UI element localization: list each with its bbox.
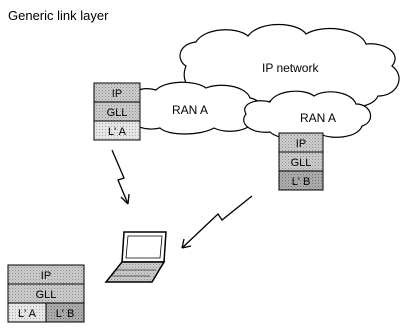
- ran-a-left-label: RAN A: [172, 103, 208, 117]
- lightning-bolt-icon: [181, 195, 253, 249]
- ran-a-cloud-right: RAN A: [243, 90, 372, 140]
- stack-a-link-layer: [93, 120, 141, 141]
- stack-b-gll-label: GLL: [291, 157, 312, 169]
- stack-b-ip-label: IP: [296, 138, 306, 150]
- terminal-stack: IP GLL L' A L' B: [7, 264, 85, 323]
- terminal-link-b-layer: [45, 302, 85, 323]
- stack-b-link-layer: [278, 170, 324, 191]
- stack-b-link-label: L' B: [292, 176, 311, 188]
- terminal-ip-label: IP: [41, 270, 51, 282]
- base-station-b-stack: IP GLL L' B: [278, 132, 324, 191]
- ran-a-right-label: RAN A: [300, 111, 336, 125]
- lightning-bolt-icon: [111, 149, 130, 205]
- terminal-link-b-label: L' B: [56, 308, 75, 320]
- stack-a-ip-label: IP: [112, 88, 122, 100]
- stack-a-gll-label: GLL: [107, 107, 128, 119]
- diagram-title: Generic link layer: [8, 8, 109, 23]
- laptop-icon: [104, 231, 167, 283]
- base-station-a-stack: IP GLL L' A: [93, 82, 141, 141]
- terminal-gll-label: GLL: [36, 289, 57, 301]
- ran-a-cloud-left: RAN A: [124, 81, 263, 135]
- stack-a-link-label: L' A: [108, 126, 127, 138]
- ip-network-label: IP network: [262, 61, 319, 75]
- terminal-link-a-label: L' A: [18, 308, 37, 320]
